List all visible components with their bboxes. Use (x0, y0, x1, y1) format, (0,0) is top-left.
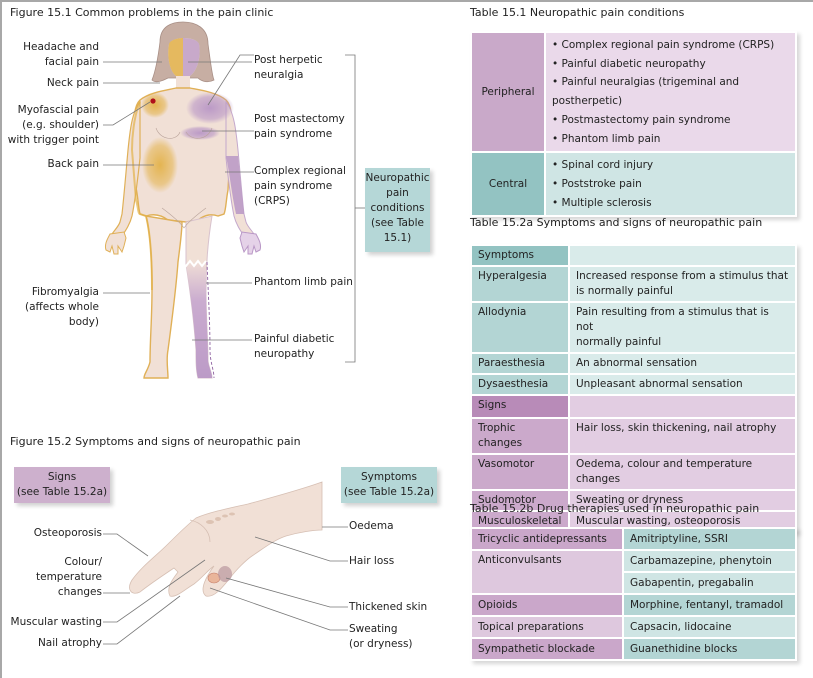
label-phantom-limb-pain: Phantom limb pain (254, 276, 353, 288)
leader-lines-left (103, 61, 162, 294)
label-nail-atrophy: Nail atrophy (37, 637, 102, 649)
left-hand (105, 231, 127, 255)
label-hair-loss: Hair loss (349, 555, 395, 567)
items-cell: • Complex regional pain syndrome (CRPS) … (544, 30, 797, 154)
table-15-2a: Symptoms Hyperalgesia Increased response… (470, 244, 797, 533)
label-neck-pain: Neck pain (46, 77, 99, 89)
table-15-1-caption: Table 15.1 Neuropathic pain conditions (470, 6, 685, 19)
table-15-2a-caption: Table 15.2a Symptoms and signs of neurop… (470, 216, 763, 229)
label-sweating: Sweating(or dryness) (349, 623, 413, 650)
table-15-2b-caption: Table 15.2b Drug therapies used in neuro… (470, 502, 760, 515)
symptoms-callout: Symptoms(see Table 15.2a) (341, 467, 437, 503)
figure-15-1-illustration (103, 21, 365, 645)
category-cell: Peripheral (470, 30, 546, 154)
label-myofascial-pain: Myofascial pain(e.g. shoulder)with trigg… (7, 104, 99, 146)
figure-15-1-caption: Figure 15.1 Common problems in the pain … (10, 6, 274, 19)
table-row: Tricyclic antidepressants Amitriptyline,… (470, 527, 797, 551)
table-15-1: Peripheral • Complex regional pain syndr… (470, 30, 797, 218)
hand-leader-lines (103, 526, 348, 645)
label-osteoporosis: Osteoporosis (33, 527, 102, 539)
thickened-skin-patch (218, 566, 232, 582)
signs-header-row: Signs (470, 394, 797, 419)
right-arm (225, 100, 257, 239)
label-thickened-skin: Thickened skin (349, 601, 428, 613)
table-row: Hyperalgesia Increased response from a s… (470, 265, 797, 303)
label-back-pain: Back pain (47, 158, 99, 170)
table-row: Sudomotor Sweating or dryness (470, 489, 797, 512)
table-row: Dysaesthesia Unpleasant abnormal sensati… (470, 373, 797, 396)
table-row: Central • Spinal cord injury • Poststrok… (470, 151, 797, 218)
table-row: Gabapentin, pregabalin (471, 571, 797, 595)
label-oedema: Oedema (349, 520, 394, 532)
hand-illustration (129, 481, 323, 597)
label-muscular-wasting: Muscular wasting (10, 616, 102, 628)
symptoms-header-row: Symptoms (470, 244, 797, 267)
right-hand (239, 231, 261, 255)
items-cell: • Spinal cord injury • Poststroke pain •… (544, 151, 797, 218)
table-15-2b: Tricyclic antidepressants Amitriptyline,… (470, 527, 797, 661)
left-arm (109, 100, 141, 239)
table-row: Anticonvulsants Carbamazepine, phenytoin (470, 549, 797, 595)
table-row: Allodynia Pain resulting from a stimulus… (470, 301, 797, 354)
table-row: Trophic changes Hair loss, skin thickeni… (470, 417, 797, 455)
table-row: Vasomotor Oedema, colour and temperature… (470, 453, 797, 491)
category-cell: Central (470, 151, 546, 218)
trigger-point-icon (150, 98, 156, 104)
leader-lines-right (188, 54, 365, 363)
table-row: Topical preparations Capsacin, lidocaine (470, 615, 797, 639)
table-row: Sympathetic blockade Guanethidine blocks (470, 637, 797, 661)
table-row: Opioids Morphine, fentanyl, tramadol (470, 593, 797, 617)
signs-callout: Signs(see Table 15.2a) (14, 467, 110, 503)
table-row: Paraesthesia An abnormal sensation (470, 352, 797, 375)
table-row: Peripheral • Complex regional pain syndr… (470, 30, 797, 154)
figure-15-2-caption: Figure 15.2 Symptoms and signs of neurop… (10, 435, 301, 448)
